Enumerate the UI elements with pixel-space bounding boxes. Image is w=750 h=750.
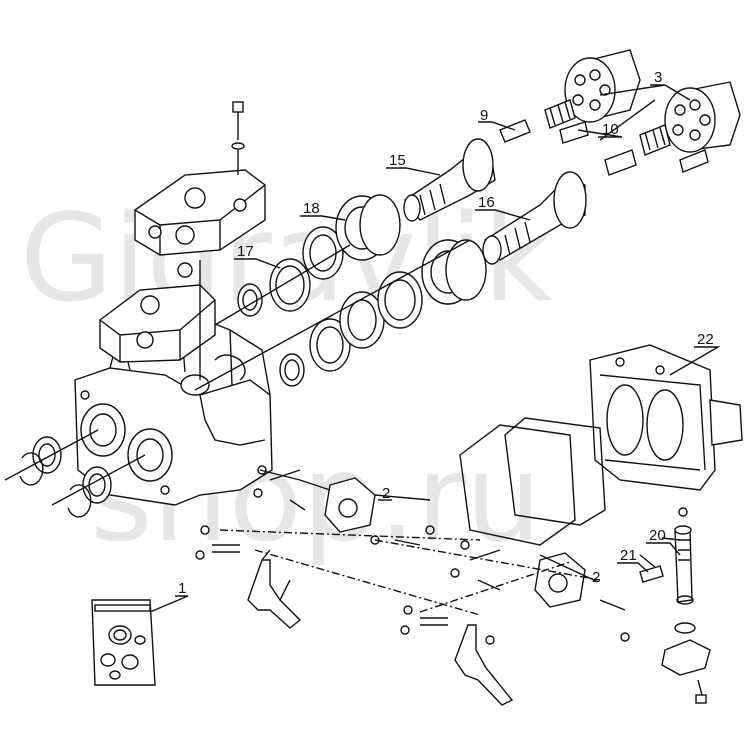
- callout-21: 21: [620, 547, 637, 564]
- callout-15: 15: [389, 152, 406, 169]
- callout-3: 3: [654, 69, 662, 86]
- pistons: [499, 99, 709, 176]
- shaft-seals-left: [4, 429, 146, 518]
- assembly-lines: [219, 99, 681, 616]
- pump-housing: [74, 309, 273, 506]
- fasteners: [195, 465, 630, 645]
- callout-2-upper: 2: [382, 485, 390, 502]
- servo-plate-lower: [534, 552, 586, 608]
- pipe-fitting: [639, 507, 711, 704]
- lever-upper: [247, 549, 302, 629]
- drive-shaft-16: [482, 171, 587, 265]
- callout-10: 10: [602, 121, 619, 138]
- lever-lower: [454, 624, 514, 706]
- callout-17: 17: [237, 243, 254, 260]
- callout-18: 18: [303, 200, 320, 217]
- seal-kit-bag: [91, 599, 156, 686]
- callout-16: 16: [478, 194, 495, 211]
- control-valve-upper: [134, 101, 266, 256]
- callout-22: 22: [697, 331, 714, 348]
- callout-9: 9: [480, 107, 488, 124]
- callout-labels: 1 2 2 3 9 10 15 16 17 18 20 21 22: [149, 69, 721, 613]
- servo-plate-upper: [259, 469, 376, 533]
- callout-2-lower: 2: [592, 569, 600, 586]
- end-cover: [589, 344, 743, 491]
- cylinder-block-upper: [564, 49, 641, 123]
- gaskets: [459, 417, 606, 546]
- control-valve-lower: [99, 260, 216, 380]
- drive-shaft-15: [403, 138, 496, 222]
- bearings: [194, 194, 487, 391]
- callout-20: 20: [649, 527, 666, 544]
- callout-1: 1: [178, 580, 186, 597]
- cylinder-block-lower: [664, 81, 741, 153]
